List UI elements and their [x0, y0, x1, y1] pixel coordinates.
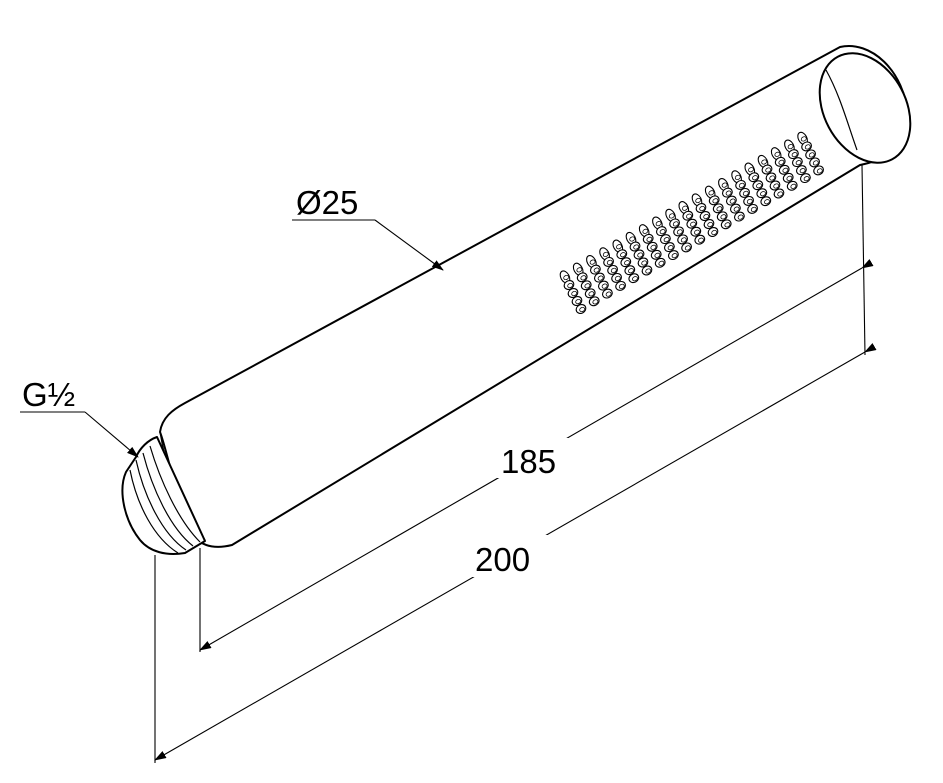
- nozzle: [694, 234, 706, 245]
- nozzle: [650, 249, 662, 260]
- nozzle: [690, 226, 702, 237]
- nozzle: [786, 180, 798, 191]
- nozzle: [747, 203, 758, 214]
- thread-label: G½: [22, 376, 75, 413]
- nozzle: [792, 157, 803, 168]
- label-bg-185: [497, 438, 569, 478]
- nozzle: [707, 227, 719, 237]
- leader-thread-arrow: [84, 411, 139, 458]
- handle-end-face: [818, 52, 912, 164]
- nozzle: [720, 219, 732, 230]
- nozzle: [770, 147, 782, 161]
- nozzle: [668, 250, 679, 261]
- nozzle: [760, 196, 772, 207]
- nozzle: [800, 173, 811, 184]
- label-bg-200: [470, 535, 548, 577]
- nozzle: [734, 211, 745, 222]
- nozzle: [773, 188, 785, 199]
- leader-thread: [20, 411, 139, 458]
- leader-diameter-arrow: [374, 219, 444, 271]
- dimension-label-200: 200: [475, 541, 530, 578]
- nozzle: [678, 201, 690, 215]
- nozzle: [813, 165, 824, 176]
- nozzle: [681, 242, 692, 253]
- extension-line-end: [861, 164, 866, 356]
- nozzle: [735, 179, 746, 190]
- diameter-label: Ø25: [296, 184, 358, 221]
- leader-diameter: [292, 219, 444, 271]
- handle-end-rim: [825, 69, 858, 151]
- nozzle: [656, 226, 667, 237]
- nozzle: [703, 219, 715, 229]
- nozzle: [796, 165, 807, 176]
- nozzle: [752, 180, 764, 191]
- dimension-label-185: 185: [501, 443, 556, 480]
- nozzle: [756, 188, 768, 199]
- nozzle: [739, 187, 750, 198]
- nozzle: [797, 131, 808, 146]
- nozzle: [761, 164, 773, 175]
- nozzle: [599, 247, 610, 261]
- nozzle: [748, 172, 760, 183]
- nozzle: [699, 211, 711, 221]
